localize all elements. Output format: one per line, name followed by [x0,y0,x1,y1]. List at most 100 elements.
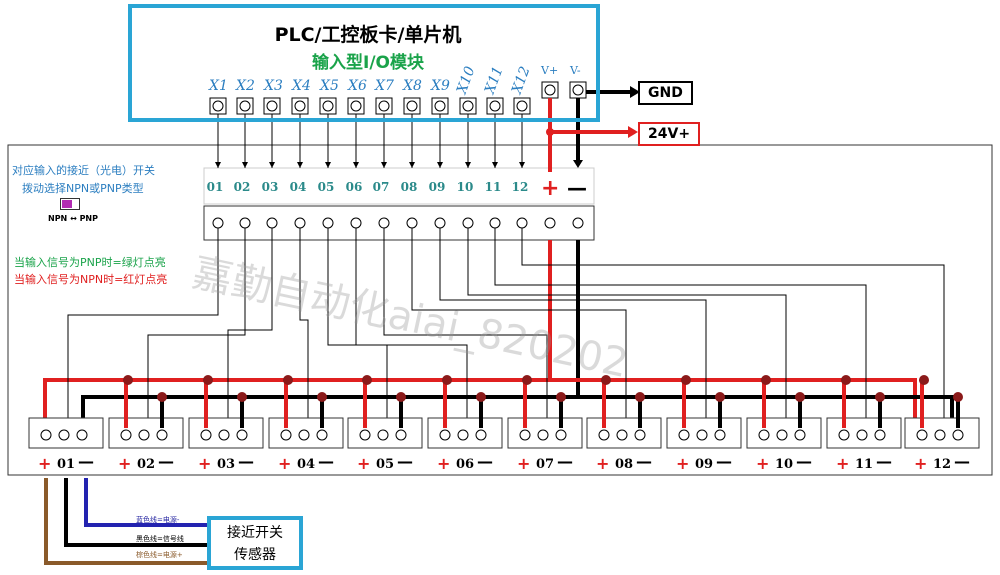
screw-icon [516,100,528,112]
screw-icon [406,100,418,112]
plc-module-box: PLC/工控板卡/单片机 输入型I/O模块 [128,4,600,122]
arrow-icon [215,162,221,168]
input-label-x3: X3 [264,78,283,94]
screw-icon [266,217,278,229]
brown-wire-label: 棕色线=电源+ [136,551,183,559]
screw-icon [537,429,549,441]
blue-wire-label: 蓝色线=电源- [136,516,180,524]
signal-route [521,228,945,425]
sensor-line1: 接近开关 [227,525,283,541]
bottom-plus-sign: + [437,454,451,473]
arrow-icon [409,162,415,168]
signal-route [67,228,219,425]
note-line1: 对应输入的接近（光电）开关 [12,164,155,177]
screw-icon [350,217,362,229]
screw-icon [544,217,556,229]
plc-subtitle: 输入型I/O模块 [312,53,424,73]
junction-dot [875,392,885,402]
bottom-channel-number: 05 [376,457,395,472]
junction-dot [841,375,851,385]
bottom-plus-sign: + [596,454,610,473]
screw-icon [350,100,362,112]
arrow-icon [297,162,303,168]
screw-icon [359,429,371,441]
arrow-icon [465,162,471,168]
brown-wire [44,478,208,565]
junction-dot [203,375,213,385]
screw-icon [439,429,451,441]
top-channel-number: 11 [484,180,502,194]
arrow-icon [325,162,331,168]
screw-icon [838,429,850,441]
proximity-sensor-box: 接近开关 传感器 [207,516,303,570]
input-label-x4: X4 [292,78,311,94]
signal-route [411,228,627,425]
bottom-minus-sign: — [876,452,892,471]
screw-icon [239,100,251,112]
screw-icon [58,429,70,441]
signal-route [147,228,246,425]
switch-npn-label: NPN [48,214,68,223]
terminal-strip [203,205,595,241]
screw-icon [298,429,310,441]
switch-knob [62,200,72,208]
screw-icon [952,429,964,441]
screw-icon [572,217,584,229]
junction-dot [522,375,532,385]
screw-icon [516,217,528,229]
input-label-x5: X5 [320,78,339,94]
screw-icon [916,429,928,441]
signal-route [227,228,273,425]
screw-icon [457,429,469,441]
junction-dot [283,375,293,385]
top-channel-number: 05 [317,180,335,194]
top-channel-number: 10 [456,180,474,194]
bottom-minus-sign: — [158,452,174,471]
screw-icon [696,429,708,441]
bottom-minus-sign: — [78,452,94,471]
screw-icon [616,429,628,441]
top-channel-number: 09 [428,180,446,194]
bottom-channel-number: 03 [217,457,236,472]
junction-dot [546,128,554,136]
screw-icon [266,100,278,112]
top-minus-sign: — [567,176,587,200]
bottom-plus-sign: + [756,454,770,473]
top-channel-number: 02 [233,180,251,194]
screw-icon [758,429,770,441]
screw-icon [634,429,646,441]
bottom-channel-number: 11 [855,457,874,472]
bottom-minus-sign: — [477,452,493,471]
junction-dot [396,392,406,402]
top-channel-number: 06 [345,180,363,194]
switch-pnp-label: PNP [79,214,98,223]
junction-dot [919,375,929,385]
top-channel-number: 08 [400,180,418,194]
screw-icon [218,429,230,441]
screw-icon [40,429,52,441]
npn-note: 当输入信号为NPN时=红灯点亮 [14,273,168,286]
arrow-icon [573,160,583,168]
bottom-plus-sign: + [836,454,850,473]
screw-icon [678,429,690,441]
junction-dot [237,392,247,402]
bottom-minus-sign: — [636,452,652,471]
screw-icon [212,217,224,229]
screw-icon [294,217,306,229]
junction-dot [123,375,133,385]
screw-icon [776,429,788,441]
screw-icon [322,217,334,229]
bottom-channel-number: 12 [933,457,952,472]
screw-icon [236,429,248,441]
signal-route [299,228,309,425]
arrow-icon [628,126,638,138]
screw-icon [434,217,446,229]
screw-icon [555,429,567,441]
switch-arrow-icon: ↔ [70,214,77,223]
screw-icon [434,100,446,112]
screw-icon [856,429,868,441]
npn-pnp-switch [60,198,80,210]
junction-dot [635,392,645,402]
top-channel-number: 12 [511,180,529,194]
junction-dot [442,375,452,385]
